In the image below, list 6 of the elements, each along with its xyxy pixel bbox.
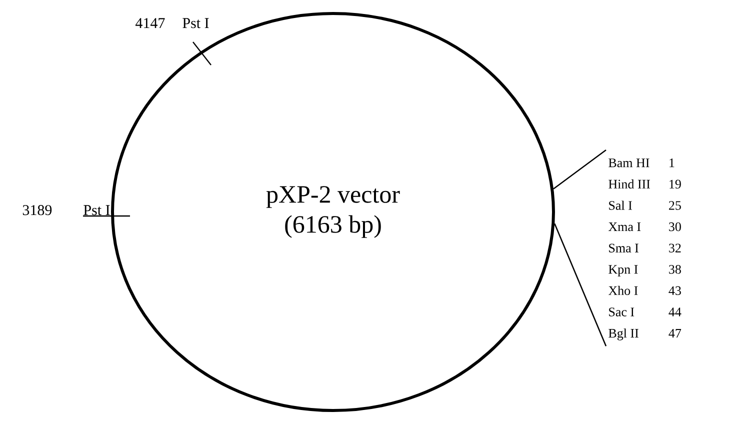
site-label: 4147: [136, 18, 165, 28]
restriction-site-list: Bam HI 1 Hind III 19 Sal I 25 Xma I 30 Sma I 32 Kpn I 38 Xho I 43 Sac I 44 Bgl II 47: [608, 158, 682, 340]
connector-line: [554, 223, 607, 346]
connector-line: [553, 149, 606, 190]
site-label: 3189: [22, 205, 52, 216]
site-label: Pst I: [182, 18, 209, 28]
